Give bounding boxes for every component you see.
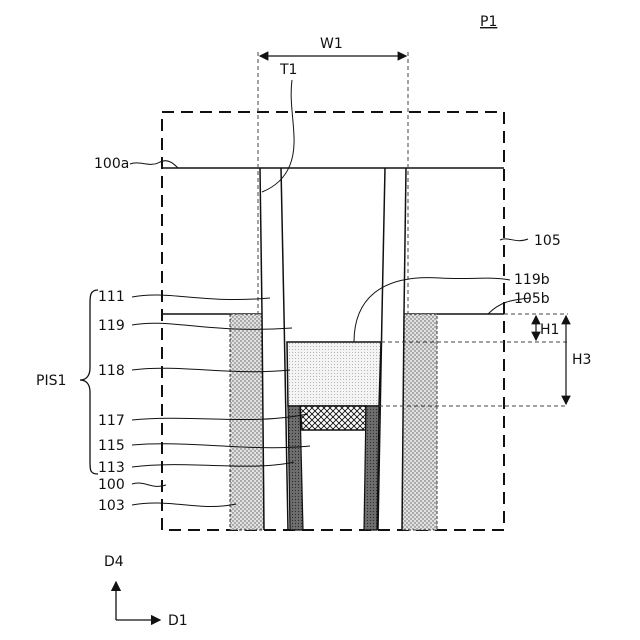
label-118: 118 xyxy=(98,363,125,379)
leader-105 xyxy=(500,239,528,241)
label-h1: H1 xyxy=(540,322,559,338)
leader-111 xyxy=(132,295,270,300)
label-100: 100 xyxy=(98,477,125,493)
liner-113-right xyxy=(364,406,379,530)
leader-113 xyxy=(132,462,294,467)
label-h3: H3 xyxy=(572,352,591,368)
label-pis1: PIS1 xyxy=(36,373,66,389)
label-105: 105 xyxy=(534,233,561,249)
label-103: 103 xyxy=(98,498,125,514)
leader-117 xyxy=(132,414,308,420)
axis-d4-label: D4 xyxy=(104,554,124,570)
region-118 xyxy=(287,342,381,406)
leader-100 xyxy=(132,483,166,486)
leader-100a xyxy=(130,161,178,168)
label-100a: 100a xyxy=(94,156,129,172)
region-boundary xyxy=(162,112,504,530)
leader-118 xyxy=(132,368,290,371)
label-113: 113 xyxy=(98,460,125,476)
label-119b: 119b xyxy=(514,272,550,288)
thickness-label: T1 xyxy=(279,62,297,78)
label-111: 111 xyxy=(98,289,125,305)
panel-label: P1 xyxy=(480,14,497,30)
liner-103-left xyxy=(230,314,264,530)
label-117: 117 xyxy=(98,413,125,429)
axis-d1-label: D1 xyxy=(168,613,188,629)
width-label: W1 xyxy=(320,36,343,52)
pis1-brace xyxy=(80,290,98,474)
region-117 xyxy=(300,406,366,430)
leader-115 xyxy=(132,444,310,448)
label-115: 115 xyxy=(98,438,125,454)
liner-113-left xyxy=(288,406,303,530)
leader-119 xyxy=(132,323,292,329)
label-119: 119 xyxy=(98,318,125,334)
leader-t1 xyxy=(262,80,294,192)
liner-103-right xyxy=(402,314,437,530)
leader-103 xyxy=(132,503,236,507)
label-105b: 105b xyxy=(514,291,550,307)
